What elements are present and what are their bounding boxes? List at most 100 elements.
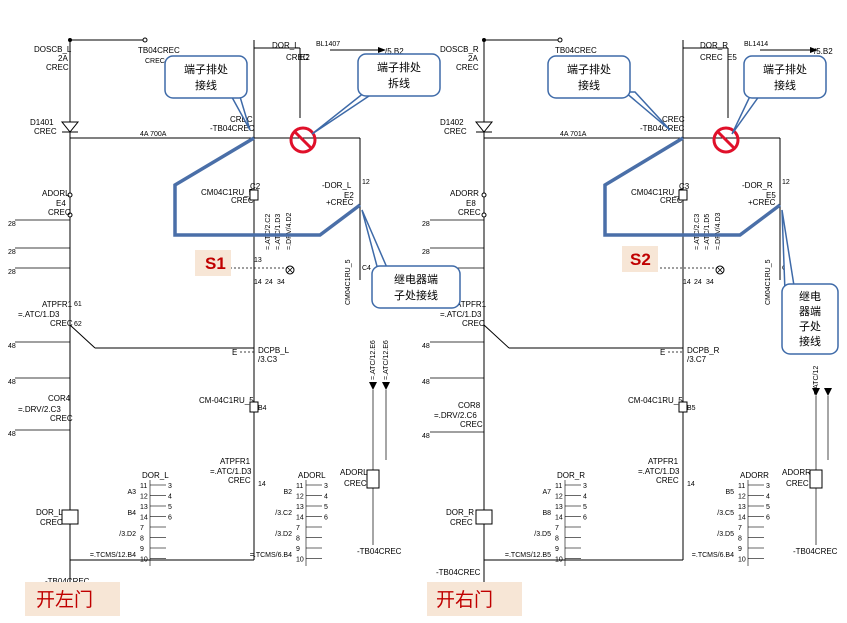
left-dor-top-label: DOR_L	[272, 41, 299, 50]
left-doscb-label: DOSCB_L	[34, 45, 72, 54]
svg-text:CREC: CREC	[231, 196, 254, 205]
open-right-group: 开右门	[427, 582, 522, 616]
table-cell-left: 12	[140, 494, 148, 501]
table-ref-label: =.TCMS/12.B4	[90, 552, 136, 559]
s1-label-group: S1	[195, 250, 231, 276]
table-cell-left: 13	[738, 504, 746, 511]
right-tb04-b2: -TB04CREC	[793, 547, 838, 556]
svg-text:继电: 继电	[799, 290, 821, 303]
right-cm04b-label: CM-04C1RU_5	[628, 396, 683, 405]
table-cell-left: 8	[140, 536, 144, 543]
left-drv-d2: =.DRV/4.D2	[286, 212, 293, 250]
left-atc-c2: =.ATC/2.C2	[265, 214, 272, 250]
s2-label: S2	[630, 250, 651, 269]
left-atpfr1b-label: ATPFR1	[220, 457, 251, 466]
svg-text:28: 28	[8, 269, 16, 276]
table-cell-left: 7	[555, 525, 559, 532]
left-dcpb-ref: /3.C3	[258, 355, 278, 364]
table-cell-left: 9	[140, 546, 144, 553]
right-doscb-rating: 2A	[468, 54, 478, 63]
svg-text:24: 24	[265, 279, 273, 286]
svg-text:28: 28	[8, 249, 16, 256]
svg-text:48: 48	[422, 379, 430, 386]
svg-text:4A 701A: 4A 701A	[560, 131, 587, 138]
right-adorr-label: ADORR	[450, 189, 479, 198]
callout-right-terminal-rewire: 端子排处 接线	[547, 55, 671, 131]
callout-left-terminal-remove: 端子排处 拆线	[311, 53, 441, 135]
table-ref-label: B4	[127, 510, 136, 517]
left-tb04-b2: -TB04CREC	[357, 547, 402, 556]
right-doscb-label: DOSCB_R	[440, 45, 479, 54]
left-c2-label: C2	[250, 182, 261, 191]
svg-text:B5: B5	[687, 405, 696, 412]
svg-text:CREC: CREC	[786, 479, 809, 488]
table-ref-label: B5	[725, 489, 734, 496]
left-atpfr1-label: ATPFR1	[42, 300, 73, 309]
svg-text:CM04C1RU_5: CM04C1RU_5	[345, 259, 352, 305]
left-d1401-crec: CREC	[34, 127, 57, 136]
table-cell-left: 7	[140, 525, 144, 532]
table-cell-right: 6	[324, 515, 328, 522]
table-ref-label: /3.C5	[717, 510, 734, 517]
right-atc-d3: =.ATC/1.D3	[440, 310, 482, 319]
table-cell-right: 3	[324, 483, 328, 490]
left-tb04-bottom: -TB04CREC	[45, 577, 90, 586]
table-cell-right: 4	[324, 494, 328, 501]
svg-text:14: 14	[254, 279, 262, 286]
left-adorl-table-title: ADORL	[298, 471, 326, 480]
left-dor-coil-label: -DOR_L	[322, 181, 352, 190]
table-ref-label: B8	[542, 510, 551, 517]
table-cell-left: 13	[296, 504, 304, 511]
svg-text:CREC: CREC	[458, 208, 481, 217]
table-cell-left: 11	[738, 483, 745, 490]
svg-text:+CREC: +CREC	[326, 198, 354, 207]
svg-text:拆线: 拆线	[388, 76, 410, 90]
table-ref-label: =.TCMS/12.B5	[505, 552, 551, 559]
right-e8-label: E8	[466, 199, 476, 208]
svg-text:CREC: CREC	[656, 476, 679, 485]
svg-text:28: 28	[8, 221, 16, 228]
table-cell-right: 4	[583, 494, 587, 501]
svg-text:端子排处: 端子排处	[184, 62, 228, 76]
table-cell-right: 6	[766, 515, 770, 522]
table-cell-left: 9	[555, 546, 559, 553]
right-atc-c3: =.ATC/2.C3	[694, 214, 701, 250]
left-drv-c3: =.DRV/2.C3	[18, 405, 61, 414]
table-cell-left: 9	[738, 546, 742, 553]
svg-text:24: 24	[694, 279, 702, 286]
left-e4-label: E4	[56, 199, 66, 208]
right-atpfr1b-label: ATPFR1	[648, 457, 679, 466]
table-cell-left: 8	[555, 536, 559, 543]
svg-text:CREC: CREC	[344, 479, 367, 488]
callout-left-relay-rewire: 继电器端 子处接线	[361, 209, 461, 309]
table-cell-left: 12	[296, 494, 304, 501]
left-doscb-crec: CREC	[46, 63, 69, 72]
table-cell-right: 5	[583, 504, 587, 511]
table-cell-right: 3	[168, 483, 172, 490]
svg-text:61: 61	[74, 301, 82, 308]
svg-text:28: 28	[422, 249, 430, 256]
svg-text:接线: 接线	[799, 334, 821, 348]
table-cell-right: 4	[168, 494, 172, 501]
svg-text:CREC: CREC	[460, 420, 483, 429]
table-cell-left: 8	[738, 536, 742, 543]
svg-text:CREC: CREC	[40, 518, 63, 527]
svg-text:14: 14	[683, 279, 691, 286]
table-cell-left: 9	[296, 546, 300, 553]
table-cell-right: 3	[583, 483, 587, 490]
svg-text:+CREC: +CREC	[748, 198, 776, 207]
right-tb04-label: TB04CREC	[555, 46, 597, 55]
right-circuit: DOSCB_R 2A CREC TB04CREC CREC D1402 CREC…	[422, 37, 838, 590]
right-dor-top-label: DOR_R	[700, 41, 728, 50]
svg-text:E: E	[660, 348, 665, 357]
svg-text:34: 34	[706, 279, 714, 286]
left-circuit: DOSCB_L 2A CREC TB04CREC CREC D1401 CREC…	[8, 37, 404, 590]
svg-text:CREC: CREC	[462, 319, 485, 328]
left-atc-e6: =.ATC/12.E6	[370, 340, 377, 380]
right-drv-c6: =.DRV/2.C6	[434, 411, 477, 420]
left-b2-out: /5.B2	[385, 47, 404, 56]
svg-text:CREC: CREC	[450, 518, 473, 527]
left-atc-d3c: =.ATC/1.D3	[210, 467, 252, 476]
